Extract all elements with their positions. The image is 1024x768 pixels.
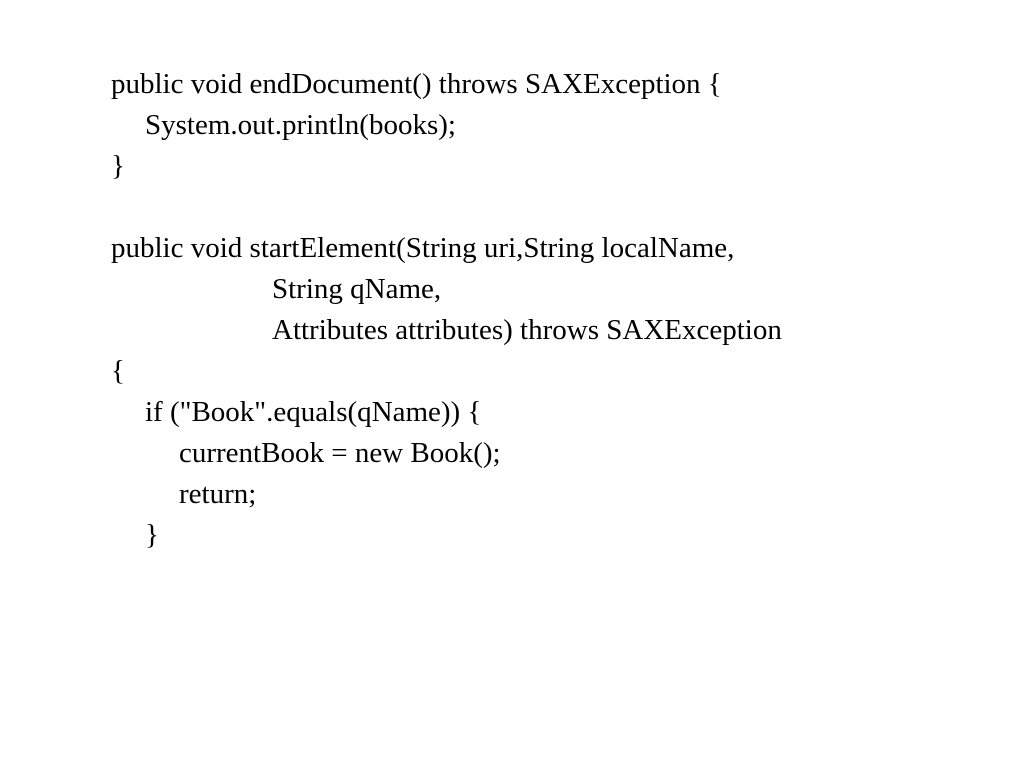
code-line-close-if: }	[145, 519, 159, 551]
code-line-close-end-document: }	[111, 150, 125, 182]
code-line-end-document-signature: public void endDocument() throws SAXExce…	[111, 68, 722, 100]
code-line-qname-param: String qName,	[272, 273, 442, 305]
code-line-start-element-signature: public void startElement(String uri,Stri…	[111, 232, 735, 264]
code-line-open-start-element: {	[111, 355, 125, 387]
code-line-attributes-param: Attributes attributes) throws SAXExcepti…	[272, 314, 782, 346]
code-line-println-books: System.out.println(books);	[145, 109, 456, 141]
code-line-new-book: currentBook = new Book();	[179, 437, 501, 469]
code-line-if-book: if ("Book".equals(qName)) {	[145, 396, 482, 428]
code-line-return: return;	[179, 478, 257, 510]
